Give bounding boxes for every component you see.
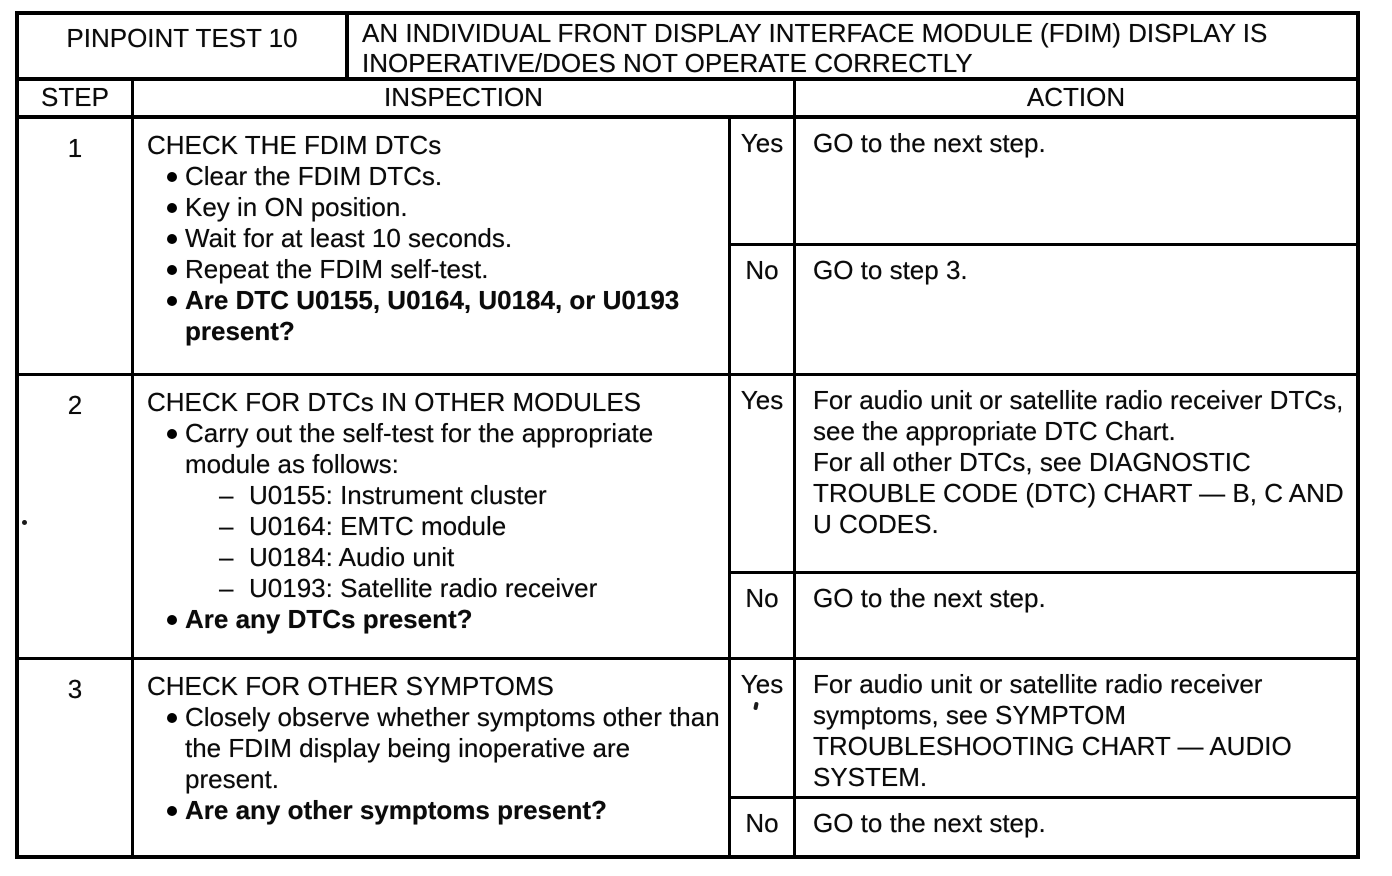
action-cell: For audio unit or satellite radio receiv… [796, 376, 1356, 571]
sub-item-text: U0155: Instrument cluster [249, 480, 547, 510]
sub-item-text: U0193: Satellite radio receiver [249, 573, 598, 603]
results-cell: Yes GO to the next step. No GO to step 3. [731, 119, 1356, 373]
inspection-title: CHECK FOR OTHER SYMPTOMS [147, 671, 554, 701]
table-row: 2 CHECK FOR DTCs IN OTHER MODULES Carry … [19, 373, 1356, 657]
action-cell: GO to the next step. [796, 119, 1356, 243]
sub-item-text: U0184: Audio unit [249, 542, 455, 572]
bullet-dot-icon [167, 296, 177, 306]
sub-item-text: U0164: EMTC module [249, 511, 507, 541]
bullet-text: Carry out the self-test for the appropri… [185, 418, 654, 479]
bullet-dot-icon [167, 615, 177, 625]
action-text: GO to the next step. [813, 583, 1046, 613]
action-cell: GO to step 3. [796, 246, 1356, 373]
step-number: 1 [19, 119, 134, 373]
scan-artifact [22, 520, 27, 525]
sub-item: U0193: Satellite radio receiver [147, 573, 720, 604]
bullet-item: Are any DTCs present? [147, 604, 720, 635]
sub-item: U0164: EMTC module [147, 511, 720, 542]
column-header-inspection: INSPECTION [134, 81, 796, 115]
column-header-row: STEP INSPECTION ACTION [19, 81, 1356, 119]
step-number: 2 [19, 376, 134, 657]
action-cell: For audio unit or satellite radio receiv… [796, 660, 1356, 796]
pinpoint-test-table: PINPOINT TEST 10 AN INDIVIDUAL FRONT DIS… [15, 11, 1360, 859]
results-cell: Yes For audio unit or satellite radio rec… [731, 660, 1356, 855]
table-row: 1 CHECK THE FDIM DTCs Clear the FDIM DTC… [19, 119, 1356, 373]
table-row: 3 CHECK FOR OTHER SYMPTOMS Closely obser… [19, 657, 1356, 855]
action-text: GO to the next step. [813, 808, 1046, 838]
bullet-item: Carry out the self-test for the appropri… [147, 418, 720, 480]
bullet-dot-icon [167, 172, 177, 182]
steps-container: 1 CHECK THE FDIM DTCs Clear the FDIM DTC… [19, 119, 1356, 855]
bullet-dot-icon [167, 265, 177, 275]
step-number: 3 [19, 660, 134, 855]
result-row: Yes For audio unit or satellite radio rec… [731, 660, 1356, 799]
action-cell: GO to the next step. [796, 799, 1356, 855]
bullet-text: Are any other symptoms present? [185, 795, 607, 825]
bullet-text: Are DTC U0155, U0164, U0184, or U0193 pr… [185, 285, 680, 346]
table-title-row: PINPOINT TEST 10 AN INDIVIDUAL FRONT DIS… [19, 15, 1356, 81]
bullet-item: Closely observe whether symptoms other t… [147, 702, 720, 795]
result-row: No GO to the next step. [731, 574, 1356, 657]
results-cell: Yes For audio unit or satellite radio rec… [731, 376, 1356, 657]
answer-cell: Yes [731, 660, 796, 796]
bullet-item: Wait for at least 10 seconds. [147, 223, 720, 254]
action-text: For audio unit or satellite radio receiv… [813, 385, 1344, 446]
sub-item: U0155: Instrument cluster [147, 480, 720, 511]
bullet-dot-icon [167, 203, 177, 213]
inspection-cell: CHECK FOR DTCs IN OTHER MODULES Carry ou… [134, 376, 731, 657]
result-row: Yes For audio unit or satellite radio rec… [731, 376, 1356, 574]
test-label: PINPOINT TEST 10 [66, 23, 298, 53]
answer-cell: No [731, 246, 796, 373]
bullet-item: Are any other symptoms present? [147, 795, 720, 826]
bullet-list: Carry out the self-test for the appropri… [147, 418, 720, 635]
bullet-text: Closely observe whether symptoms other t… [185, 702, 720, 794]
column-header-step: STEP [19, 81, 134, 115]
bullet-item: Clear the FDIM DTCs. [147, 161, 720, 192]
answer-cell: Yes [731, 376, 796, 571]
bullet-text: Repeat the FDIM self-test. [185, 254, 489, 284]
answer-cell: No [731, 574, 796, 657]
sub-item: U0184: Audio unit [147, 542, 720, 573]
test-description: AN INDIVIDUAL FRONT DISPLAY INTERFACE MO… [362, 18, 1268, 78]
bullet-item: Key in ON position. [147, 192, 720, 223]
column-header-action: ACTION [1026, 82, 1126, 112]
bullet-text: Wait for at least 10 seconds. [185, 223, 513, 253]
answer-cell: No [731, 799, 796, 855]
result-row: No GO to the next step. [731, 799, 1356, 855]
bullet-text: Clear the FDIM DTCs. [185, 161, 443, 191]
action-text: GO to step 3. [813, 255, 968, 285]
bullet-dot-icon [167, 234, 177, 244]
bullet-dot-icon [167, 806, 177, 816]
inspection-cell: CHECK THE FDIM DTCs Clear the FDIM DTCs.… [134, 119, 731, 373]
inspection-title: CHECK THE FDIM DTCs [147, 130, 442, 160]
result-row: No GO to step 3. [731, 246, 1356, 373]
bullet-list: Closely observe whether symptoms other t… [147, 702, 720, 826]
bullet-text: Key in ON position. [185, 192, 408, 222]
bullet-dot-icon [167, 713, 177, 723]
bullet-list: Clear the FDIM DTCs.Key in ON position.W… [147, 161, 720, 347]
action-cell: GO to the next step. [796, 574, 1356, 657]
bullet-item: Repeat the FDIM self-test. [147, 254, 720, 285]
bullet-text: Are any DTCs present? [185, 604, 473, 634]
result-row: Yes GO to the next step. [731, 119, 1356, 246]
bullet-dot-icon [167, 429, 177, 439]
answer-cell: Yes [731, 119, 796, 243]
action-text: For audio unit or satellite radio receiv… [813, 669, 1292, 792]
test-label-cell: PINPOINT TEST 10 [19, 15, 349, 77]
bullet-item: Are DTC U0155, U0164, U0184, or U0193 pr… [147, 285, 720, 347]
action-text: GO to the next step. [813, 128, 1046, 158]
inspection-title: CHECK FOR DTCs IN OTHER MODULES [147, 387, 642, 417]
inspection-cell: CHECK FOR OTHER SYMPTOMS Closely observe… [134, 660, 731, 855]
action-text: For all other DTCs, see DIAGNOSTIC TROUB… [813, 447, 1344, 539]
